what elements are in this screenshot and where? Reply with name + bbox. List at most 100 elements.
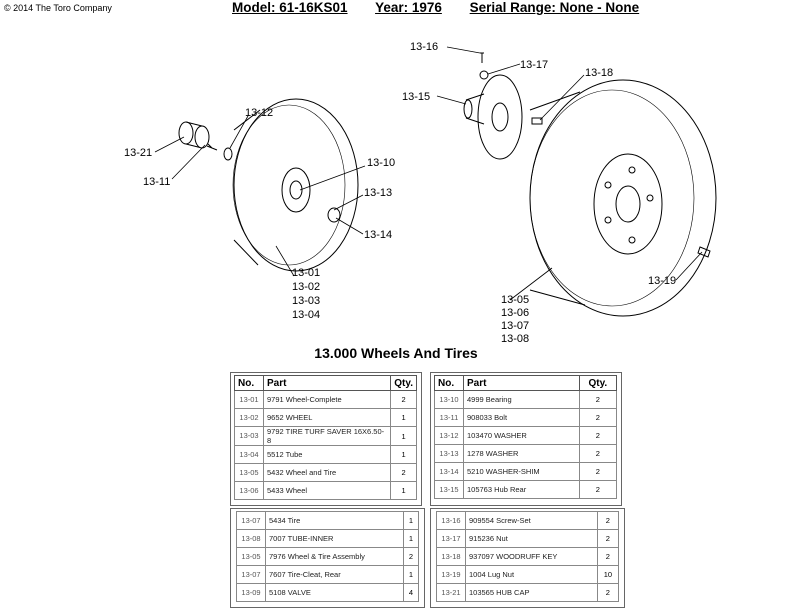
quantity-cell: 2 (403, 547, 419, 566)
callout-13-10: 13-10 (367, 157, 395, 169)
part-description-cell: 105763 Hub Rear (463, 480, 580, 499)
section-title: 13.000 Wheels And Tires (314, 345, 478, 361)
part-description-cell: 5210 WASHER-SHIM (463, 462, 580, 481)
part-number-cell: 13-02 (234, 408, 264, 427)
quantity-cell: 2 (578, 390, 618, 409)
part-description-cell: 7007 TUBE-INNER (265, 529, 404, 548)
part-number-cell: 13-01 (234, 390, 264, 409)
quantity-cell: 4 (403, 583, 419, 602)
callout-13-11: 13-11 (143, 176, 170, 188)
callout-13-12: 13-12 (245, 107, 273, 119)
part-number-cell: 13-06 (234, 481, 264, 500)
part-description-cell: 7976 Wheel & Tire Assembly (265, 547, 404, 566)
col-header-part: Part (463, 375, 580, 391)
quantity-cell: 1 (390, 445, 417, 464)
quantity-cell: 1 (390, 408, 417, 427)
part-number-cell: 13-05 (236, 547, 266, 566)
year-label: Year: 1976 (375, 0, 442, 15)
set-screw-drawing (480, 52, 484, 63)
quantity-cell: 2 (578, 408, 618, 427)
quantity-cell: 2 (578, 480, 618, 499)
part-description-cell: 4999 Bearing (463, 390, 580, 409)
model-label: Model: 61-16KS01 (232, 0, 348, 15)
part-description-cell: 9652 WHEEL (262, 408, 392, 427)
part-number-cell: 13-03 (234, 426, 264, 446)
col-header-no: No. (434, 375, 464, 391)
col-header-no: No. (234, 375, 264, 391)
part-description-cell: 5108 VALVE (265, 583, 404, 602)
part-number-cell: 13-14 (434, 462, 464, 481)
callout-13-08: 13-08 (501, 333, 529, 345)
serial-range-label: Serial Range: None - None (469, 0, 640, 15)
part-description-cell: 103470 WASHER (463, 426, 580, 445)
part-number-cell: 13-09 (236, 583, 266, 602)
part-description-cell: 909554 Screw-Set (465, 511, 598, 530)
part-description-cell: 9792 TIRE TURF SAVER 16X6.50-8 (262, 426, 392, 446)
part-number-cell: 13-17 (436, 529, 466, 548)
part-number-cell: 13-04 (234, 445, 264, 464)
axle-washer-drawing (327, 207, 341, 223)
quantity-cell: 2 (596, 583, 620, 602)
callout-13-14: 13-14 (364, 229, 392, 241)
page-header: Model: 61-16KS01 Year: 1976 Serial Range… (232, 0, 663, 15)
callout-13-01: 13-01 (292, 267, 320, 279)
callout-13-16: 13-16 (410, 41, 438, 53)
part-number-cell: 13-15 (434, 480, 464, 499)
part-description-cell: 103565 HUB CAP (465, 583, 598, 602)
front-wheel-drawing (232, 98, 359, 272)
rear-hub-drawing (463, 74, 523, 160)
bolt-drawing (206, 143, 218, 151)
part-number-cell: 13-19 (436, 565, 466, 584)
lug-nut-drawing (697, 246, 711, 258)
table-header-row: No. Part Qty. (234, 375, 417, 391)
part-number-cell: 13-12 (434, 426, 464, 445)
callout-13-03: 13-03 (292, 295, 320, 307)
callout-13-07: 13-07 (501, 320, 529, 332)
col-header-qty: Qty. (390, 375, 417, 391)
part-description-cell: 7607 Tire-Cleat, Rear (265, 565, 404, 584)
hub-cap-drawing (178, 121, 210, 149)
part-number-cell: 13-16 (436, 511, 466, 530)
part-number-cell: 13-07 (236, 511, 266, 530)
nut-drawing (479, 70, 489, 80)
part-description-cell: 9791 Wheel-Complete (262, 390, 392, 409)
top-right-table-frame (430, 372, 622, 506)
rear-wheel-drawing (529, 79, 717, 317)
callout-13-21: 13-21 (124, 147, 152, 159)
quantity-cell: 2 (578, 462, 618, 481)
callout-13-13: 13-13 (364, 187, 392, 199)
part-number-cell: 13-10 (434, 390, 464, 409)
quantity-cell: 2 (390, 390, 417, 409)
callout-13-19: 13-19 (648, 275, 676, 287)
part-description-cell: 5512 Tube (262, 445, 392, 464)
washer-drawing (223, 147, 233, 161)
part-number-cell: 13-08 (236, 529, 266, 548)
quantity-cell: 1 (390, 426, 417, 446)
quantity-cell: 2 (596, 547, 620, 566)
part-description-cell: 915236 Nut (465, 529, 598, 548)
part-description-cell: 1004 Lug Nut (465, 565, 598, 584)
callout-13-04: 13-04 (292, 309, 320, 321)
callout-13-02: 13-02 (292, 281, 320, 293)
callout-labels: 13-21 13-11 13-12 13-10 13-13 13-14 13-0… (124, 41, 676, 345)
part-description-cell: 1278 WASHER (463, 444, 580, 463)
quantity-cell: 1 (390, 481, 417, 500)
